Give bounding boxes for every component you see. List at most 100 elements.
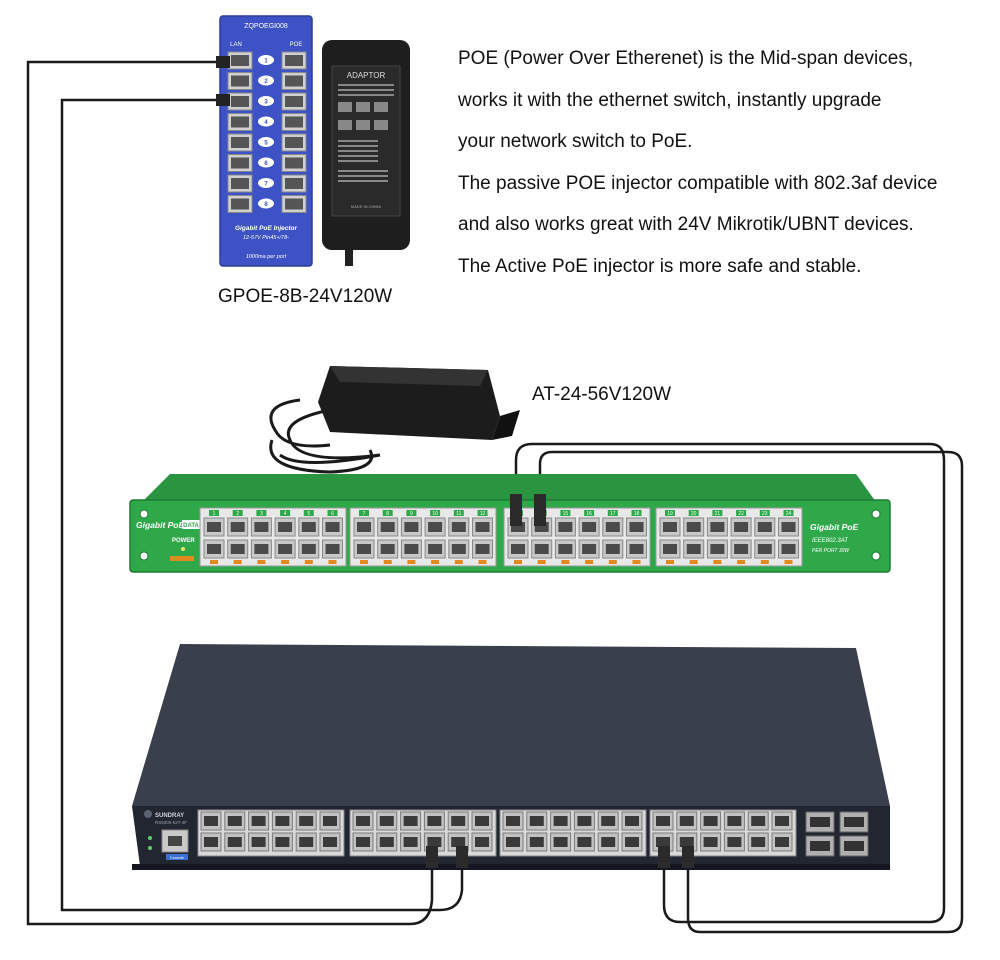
rack-port-jack	[475, 544, 490, 554]
rack-port-jack	[710, 544, 725, 554]
switch-port-jack	[506, 837, 520, 847]
switch-top	[132, 644, 890, 806]
switch-port-jack	[379, 816, 394, 826]
port-number: 7	[264, 182, 268, 188]
rack-port-number-tag	[607, 510, 618, 516]
lan-plug-2	[216, 94, 230, 106]
lan-label: LAN	[230, 42, 242, 48]
rack-port-jack	[734, 544, 749, 554]
switch-port-jack	[356, 816, 370, 826]
rack-port-number-tag	[327, 510, 338, 516]
lan-port-jack	[231, 157, 249, 169]
rack-port-jack	[278, 522, 293, 532]
port-number-badge	[258, 116, 274, 127]
switch-port-jack	[601, 837, 616, 847]
switch-port-jack	[601, 816, 616, 826]
rack-port-number-tag	[584, 510, 595, 516]
injector-model: ZQPOEGI008	[244, 23, 288, 30]
switch-port-jack	[625, 837, 639, 847]
port-number-badge	[258, 157, 274, 168]
rack-port-number-tag	[256, 510, 267, 516]
at-adaptor-cord-coil-3	[269, 439, 374, 474]
rack-left-title: Gigabit PoE	[136, 520, 185, 530]
rack-port-jack	[582, 544, 597, 554]
console-label: Console	[170, 856, 184, 860]
rack-port-number: 10	[432, 511, 438, 517]
poe-port-jack	[285, 157, 303, 169]
rack-port-number-tag	[303, 510, 314, 516]
rack-port-jack	[380, 544, 395, 554]
rack-port-jack	[325, 522, 340, 532]
description-line: your network switch to PoE.	[458, 131, 693, 152]
lan-plugs	[216, 56, 230, 106]
switch-bottom-edge	[132, 864, 890, 870]
rack-port-led	[537, 560, 546, 564]
console-port-inner	[168, 836, 182, 846]
rack-ear-hole	[871, 551, 881, 561]
switch-plug-2	[456, 846, 468, 868]
switch-port-jack	[323, 837, 337, 847]
switch-port-jack	[475, 816, 489, 826]
switch-plug-1	[426, 846, 438, 868]
rack-ear-hole	[139, 551, 149, 561]
poe-label: POE	[290, 42, 303, 48]
rack-port-number-tag	[430, 510, 441, 516]
rack-port-jack	[605, 522, 620, 532]
rack-port-number: 18	[634, 511, 640, 517]
switch-port-jack	[751, 816, 766, 826]
cable-rack-2	[538, 450, 964, 934]
rack-port-number: 2	[236, 511, 239, 517]
lan-port-jack	[231, 137, 249, 148]
switch-port-jack	[703, 816, 718, 826]
rack-port-number: 11	[456, 511, 461, 517]
rack-port-number-tag	[736, 510, 747, 516]
rack-data-tag: DATA	[183, 523, 199, 529]
switch-port-jack	[775, 816, 789, 826]
left-cables	[26, 60, 464, 926]
rack-port-jack	[686, 522, 701, 532]
cable-lan-1	[26, 60, 434, 926]
rack-port-jack	[582, 522, 597, 532]
port-number: 6	[264, 161, 268, 167]
cable-lan-2	[60, 98, 464, 912]
rack-port-led	[281, 560, 290, 564]
rack-port-led	[328, 560, 337, 564]
description-line: The Active PoE injector is more safe and…	[458, 255, 862, 277]
at-adaptor	[269, 366, 520, 474]
poe-port-jack	[285, 137, 303, 148]
switch-port-jack	[451, 816, 466, 826]
rack-port-jack	[663, 544, 677, 554]
rack-port-number: 24	[786, 511, 792, 517]
rack-port-number-tag	[688, 510, 699, 516]
port-number-badge	[258, 178, 274, 188]
rack-port-jack	[663, 522, 677, 532]
rack-port-led	[383, 560, 392, 564]
rack-right-standard: IEEE802.3AT	[812, 538, 849, 544]
rack-plugs	[510, 494, 546, 526]
rack-plug-2	[534, 494, 546, 526]
rack-port-number: 22	[738, 511, 744, 517]
rack-port-number: 20	[691, 511, 697, 517]
rack-port-number: 5	[307, 511, 310, 517]
rack-port-number-tag	[453, 510, 464, 516]
at-adaptor-cord-coil-2	[269, 398, 331, 448]
rack-plug-1	[510, 494, 522, 526]
switch-plug-3	[658, 846, 670, 868]
rack-port-jack	[629, 544, 644, 554]
cable-rack-1	[514, 442, 946, 924]
rack-port-number-tag	[382, 510, 393, 516]
rack-port-jack	[534, 522, 549, 532]
rack-port-led	[585, 560, 594, 564]
switch-port-jack	[656, 837, 670, 847]
lan-port-jack	[231, 116, 249, 128]
rack-port-number: 16	[586, 511, 592, 517]
rack-port-led	[689, 560, 698, 564]
switch-port-jack	[553, 816, 568, 826]
right-cables	[514, 442, 964, 934]
rack-port-jack	[254, 544, 269, 554]
lan-port-jack	[231, 96, 249, 107]
rack-right-power: PER PORT 30W	[812, 548, 850, 554]
rack-port-led	[360, 560, 368, 564]
rack-port-number-tag	[232, 510, 243, 516]
